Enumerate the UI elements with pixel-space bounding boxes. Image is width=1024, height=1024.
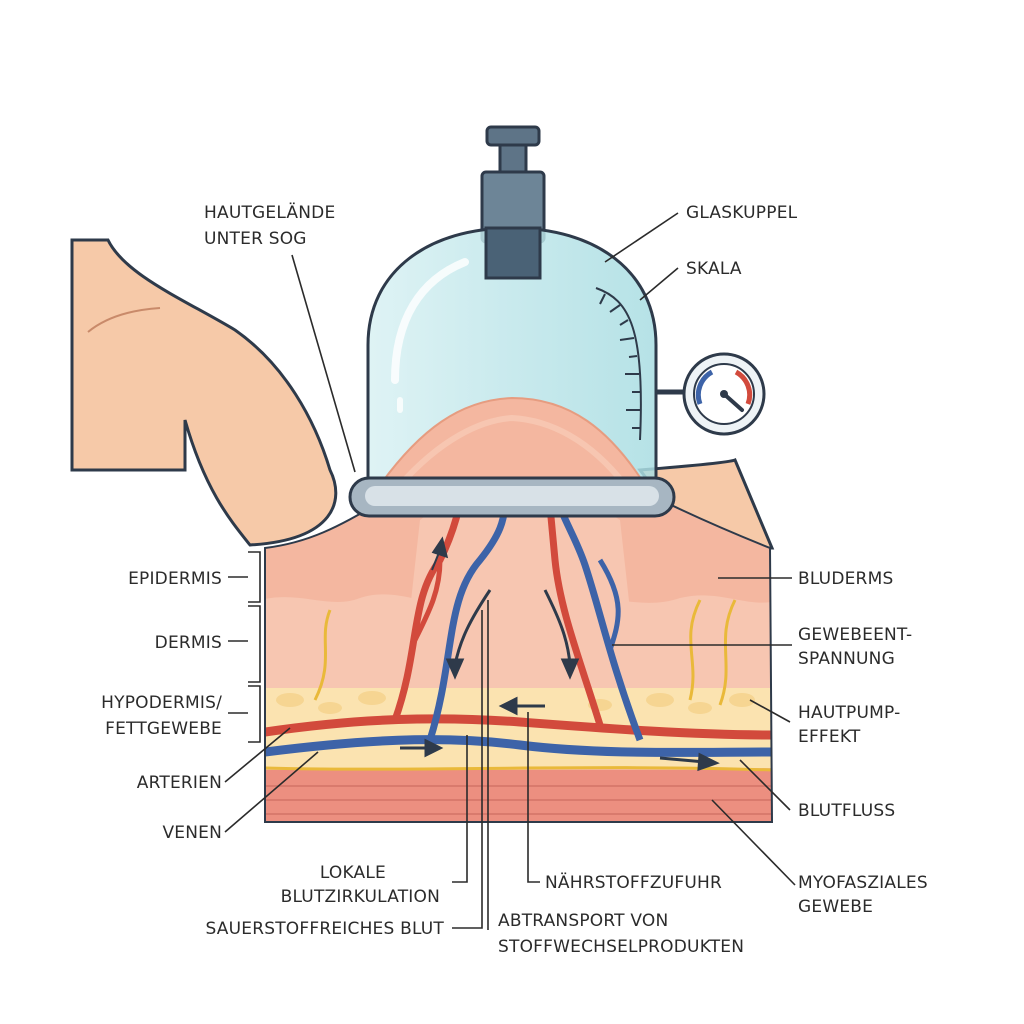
- label-dermis: DERMIS: [155, 633, 222, 653]
- label-lokale-1: LOKALE: [320, 863, 386, 883]
- label-abtransport-1: ABTRANSPORT VON: [498, 911, 668, 931]
- label-hautgelaende-1: HAUTGELÄNDE: [204, 202, 335, 223]
- label-naehrstoff: NÄHRSTOFFZUFUHR: [545, 872, 722, 893]
- label-blutfluss: BLUTFLUSS: [798, 801, 895, 821]
- label-arterien: ARTERIEN: [137, 773, 222, 793]
- label-hautpump-1: HAUTPUMP-: [798, 703, 900, 723]
- label-gewebe-2: SPANNUNG: [798, 649, 895, 669]
- pressure-gauge-icon: [656, 354, 764, 434]
- label-bluderms: BLUDERMS: [798, 569, 893, 589]
- label-abtransport-2: STOFFWECHSELPRODUKTEN: [498, 937, 744, 957]
- label-skala: SKALA: [686, 259, 742, 279]
- label-hautgelaende-2: UNTER SOG: [204, 229, 307, 249]
- label-venen: VENEN: [162, 823, 222, 843]
- label-hypodermis-1: HYPODERMIS/: [101, 693, 222, 713]
- label-myo-2: GEWEBE: [798, 897, 873, 917]
- label-hypodermis-2: FETTGEWEBE: [105, 719, 222, 739]
- shoulder-skin: [72, 240, 336, 545]
- label-gewebe-1: GEWEBEENT-: [798, 625, 912, 645]
- layer-brackets: [228, 552, 260, 742]
- label-epidermis: EPIDERMIS: [128, 569, 222, 589]
- label-lokale-2: BLUTZIRKULATION: [281, 887, 440, 907]
- label-myo-1: MYOFASZIALES: [798, 873, 928, 893]
- label-hautpump-2: EFFEKT: [798, 727, 861, 747]
- label-glaskuppel: GLASKUPPEL: [686, 203, 798, 223]
- label-sauerstoff: SAUERSTOFFREICHES BLUT: [205, 919, 444, 939]
